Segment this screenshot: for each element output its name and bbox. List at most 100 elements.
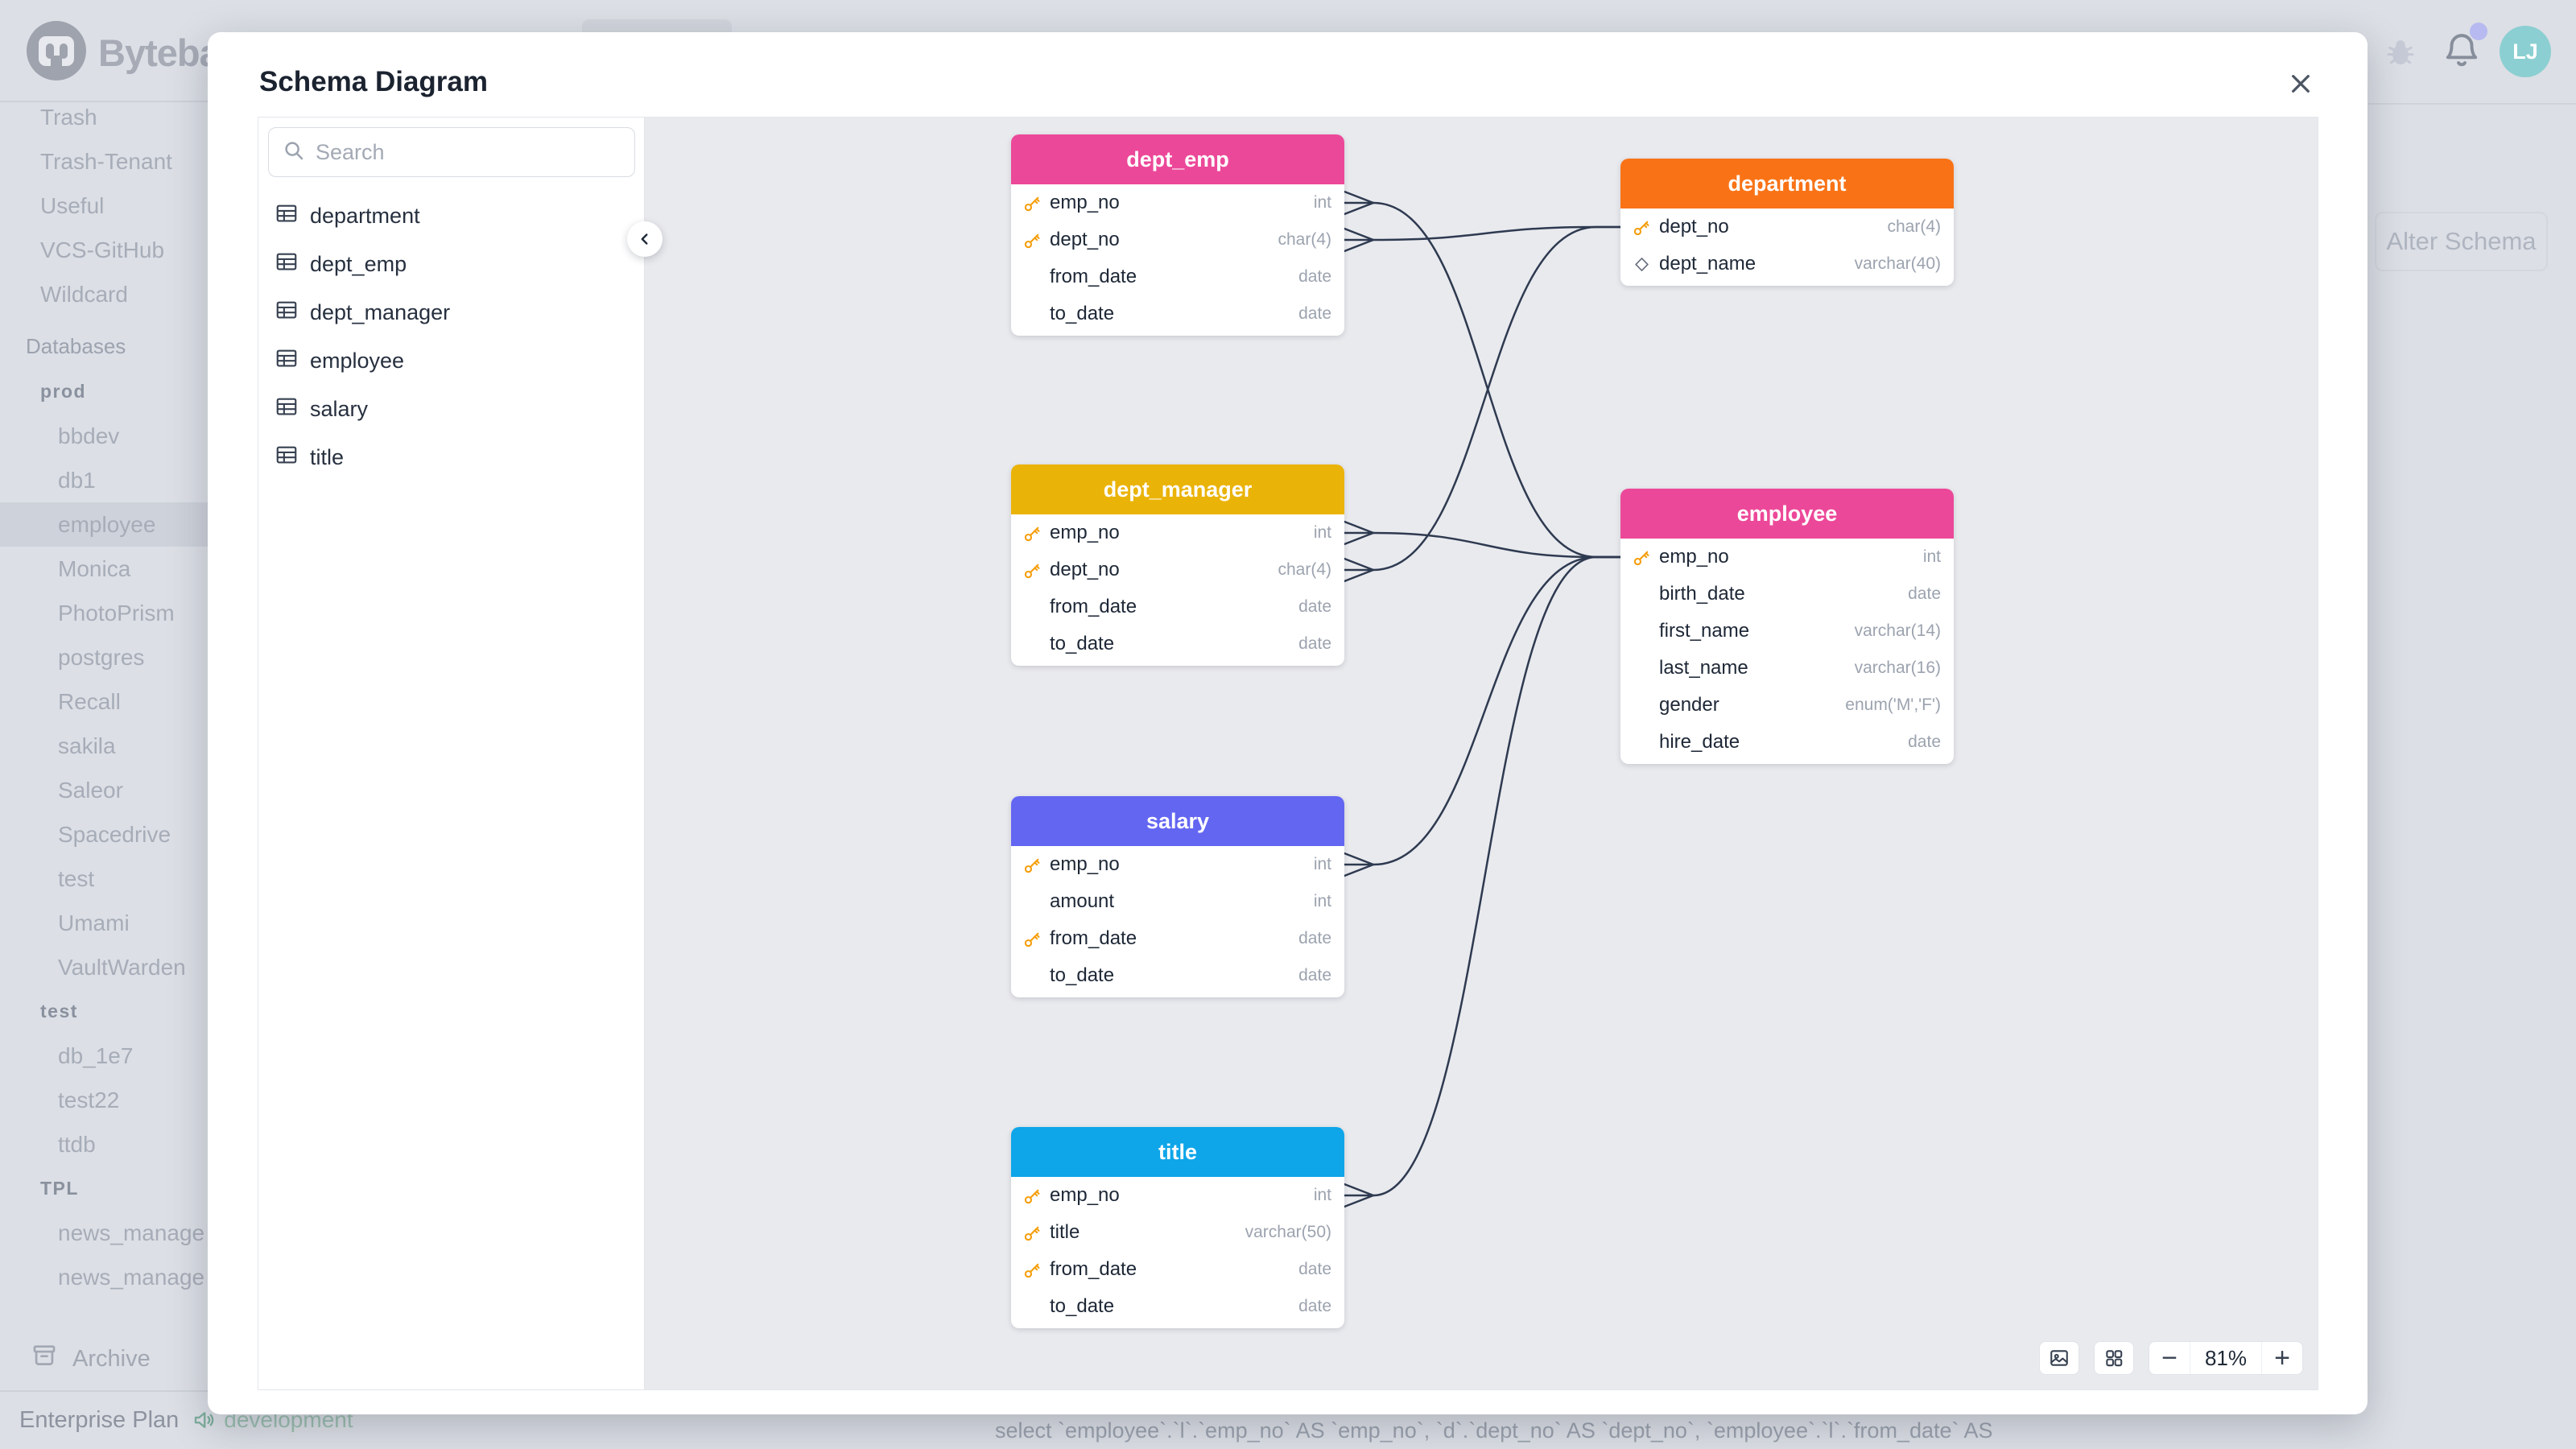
sidebar-item-vaultwarden[interactable]: VaultWarden [58,954,186,980]
sidebar-item-vcs-github[interactable]: VCS-GitHub [40,237,165,262]
sidebar-item-recall[interactable]: Recall [58,688,121,714]
no-icon [1021,964,1043,987]
debug-bug-icon[interactable] [2383,35,2418,71]
sidebar-item-saleor[interactable]: Saleor [58,777,123,803]
sidebar-item-wildcard[interactable]: Wildcard [40,281,128,307]
field-name: last_name [1659,657,1748,679]
search-icon [282,138,306,167]
unique-index-icon [1630,253,1653,275]
field-name: from_date [1050,266,1137,287]
sidebar-item-photoprism[interactable]: PhotoPrism [58,600,175,625]
field-name: gender [1659,694,1719,716]
sidebar-section-test: test [40,1001,78,1022]
field-name: title [1050,1221,1080,1243]
notifications-bell-icon[interactable] [2441,29,2483,71]
sidebar-item-bbdev[interactable]: bbdev [58,423,120,448]
search-input-wrapper [268,127,635,177]
field-type: int [1313,855,1331,873]
sidebar-item-useful[interactable]: Useful [40,192,105,218]
sidebar-item-umami[interactable]: Umami [58,910,130,935]
field-name: emp_no [1050,1184,1120,1206]
close-icon[interactable] [2283,66,2318,101]
sidebar-item-news_manage[interactable]: news_manage [58,1220,205,1245]
no-icon [1021,1295,1043,1318]
sidebar-item-ttdb[interactable]: ttdb [58,1131,96,1157]
primary-key-icon [1021,192,1043,214]
field-type: int [1313,193,1331,212]
field-name: emp_no [1050,853,1120,875]
layout-grid-icon [2106,1350,2123,1367]
table-icon [275,394,299,424]
zoom-out-button[interactable]: − [2161,1342,2178,1373]
sidebar-item-db1[interactable]: db1 [58,467,96,493]
table-list-item-department[interactable]: department [258,192,644,240]
avatar[interactable]: LJ [2500,26,2551,77]
table-list-item-salary[interactable]: salary [258,385,644,433]
field-type: char(4) [1278,560,1331,579]
table-list-item-dept_emp[interactable]: dept_emp [258,240,644,288]
table-list-item-employee[interactable]: employee [258,336,644,385]
notification-badge [2470,23,2487,40]
entity-table-header-salary[interactable]: salary [1011,796,1344,846]
primary-key-icon [1021,1258,1043,1281]
sidebar-item-employee[interactable]: employee [0,502,208,547]
sidebar-item-spacedrive[interactable]: Spacedrive [58,821,171,847]
no-icon [1630,694,1653,716]
sidebar-item-test22[interactable]: test22 [58,1087,120,1113]
sidebar-item-sakila[interactable]: sakila [58,733,116,758]
sidebar-section-prod: prod [40,381,87,402]
sidebar-item-trash-tenant[interactable]: Trash-Tenant [40,148,172,174]
alter-schema-button[interactable]: Alter Schema [2375,212,2548,271]
field-type: varchar(40) [1854,254,1941,273]
table-icon [275,346,299,376]
entity-table-header-dept_manager[interactable]: dept_manager [1011,464,1344,514]
field-type: date [1298,966,1331,985]
zoom-in-button[interactable]: + [2274,1342,2290,1373]
entity-table-header-title[interactable]: title [1011,1127,1344,1177]
entity-table-header-employee[interactable]: employee [1620,489,1954,539]
field-type: varchar(50) [1245,1223,1331,1241]
sidebar-item-monica[interactable]: Monica [58,555,131,581]
no-icon [1021,303,1043,325]
field-name: to_date [1050,1295,1115,1317]
auto-layout-button[interactable] [2094,1341,2134,1375]
sidebar-item-archive[interactable]: Archive [0,1336,208,1381]
field-name: emp_no [1050,522,1120,543]
table-list-item-title[interactable]: title [258,433,644,481]
table-list-label: department [310,203,420,228]
sidebar-item-trash[interactable]: Trash [40,104,97,130]
sidebar-item-db_1e7[interactable]: db_1e7 [58,1042,134,1068]
announcement-speaker-icon [192,1408,216,1432]
primary-key-icon [1021,1184,1043,1207]
field-row-salary-emp_no: emp_no int [1011,846,1344,883]
entity-table-header-dept_emp[interactable]: dept_emp [1011,134,1344,184]
primary-key-icon [1021,1221,1043,1244]
search-input[interactable] [316,139,621,165]
field-name: dept_no [1659,216,1729,237]
sidebar-item-news_manage[interactable]: news_manage [58,1264,205,1290]
table-icon [275,298,299,328]
table-list-item-dept_manager[interactable]: dept_manager [258,288,644,336]
header-divider [2368,103,2576,105]
archive-label: Archive [72,1345,151,1372]
collapse-panel-button[interactable] [627,221,663,257]
diagram-content: departmentdept_empdept_manageremployeesa… [258,117,2318,1390]
sidebar-item-test[interactable]: test [58,865,95,891]
field-type: char(4) [1887,217,1941,236]
field-type: date [1908,584,1941,603]
field-type: int [1313,523,1331,542]
export-image-button[interactable] [2039,1341,2079,1375]
sidebar-item-postgres[interactable]: postgres [58,644,145,670]
entity-table-header-department[interactable]: department [1620,159,1954,208]
archive-icon [31,1342,58,1376]
table-list-label: salary [310,396,369,421]
